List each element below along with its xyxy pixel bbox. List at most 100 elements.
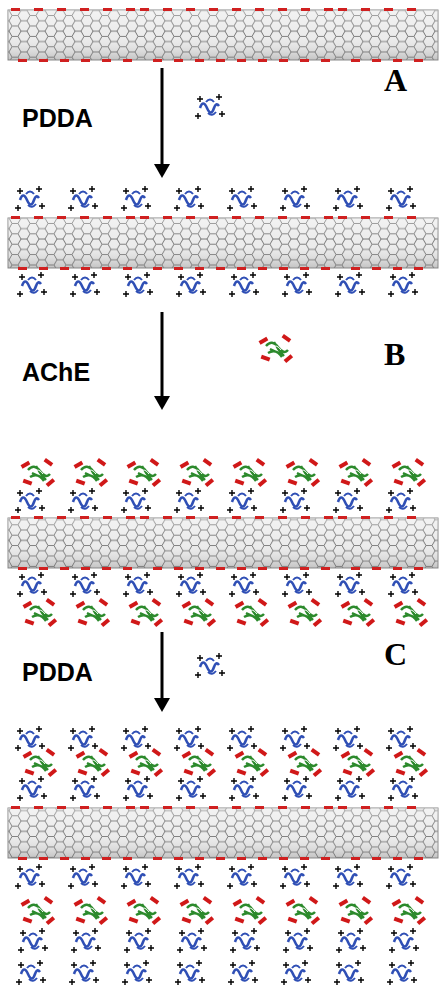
- negative-charge: [103, 516, 112, 519]
- negative-charge: [300, 567, 309, 570]
- pdda-molecule: [388, 572, 418, 597]
- negative-charge: [278, 8, 287, 11]
- ache-enzyme: [76, 748, 111, 777]
- process-arrow: [161, 632, 164, 700]
- negative-charge: [237, 857, 246, 860]
- negative-charge: [237, 267, 246, 270]
- process-arrow: [161, 68, 164, 166]
- pdda-molecule: [15, 186, 45, 211]
- pdda-molecule: [386, 864, 416, 889]
- ache-enzyme: [74, 896, 109, 925]
- pdda-molecule: [68, 726, 98, 751]
- pdda-molecule: [174, 864, 204, 889]
- ache-enzyme: [127, 896, 162, 925]
- ache-enzyme: [23, 748, 58, 777]
- ache-enzyme: [233, 458, 268, 487]
- pdda-molecule: [282, 272, 312, 297]
- negative-charge: [57, 516, 66, 519]
- negative-charge: [300, 59, 309, 62]
- pdda-molecule: [68, 864, 98, 889]
- ache-enzyme: [129, 598, 164, 627]
- negative-charge: [174, 567, 183, 570]
- ache-enzyme: [233, 896, 268, 925]
- negative-charge: [195, 857, 204, 860]
- negative-charge: [232, 216, 241, 219]
- pdda-molecule: [388, 776, 418, 801]
- negative-charge: [414, 567, 423, 570]
- ache-enzyme: [392, 896, 427, 925]
- negative-charge: [209, 516, 218, 519]
- ache-enzyme: [23, 598, 58, 627]
- pdda-molecule: [122, 960, 152, 985]
- negative-charge: [80, 216, 89, 219]
- negative-charge: [372, 857, 381, 860]
- pdda-molecule: [195, 94, 225, 119]
- negative-charge: [278, 516, 287, 519]
- negative-charge: [57, 806, 66, 809]
- negative-charge: [258, 267, 267, 270]
- negative-charge: [57, 8, 66, 11]
- pdda-molecule: [123, 572, 153, 597]
- pdda-molecule: [16, 960, 46, 985]
- ache-enzyme: [21, 896, 56, 925]
- negative-charge: [102, 567, 111, 570]
- negative-charge: [186, 806, 195, 809]
- negative-charge: [361, 216, 370, 219]
- negative-charge: [126, 516, 135, 519]
- negative-charge: [407, 8, 416, 11]
- arrow-head: [154, 698, 170, 712]
- step-letter: A: [384, 64, 407, 96]
- negative-charge: [216, 59, 225, 62]
- ache-enzyme: [341, 598, 376, 627]
- negative-charge: [174, 857, 183, 860]
- negative-charge: [11, 8, 20, 11]
- negative-charge: [372, 59, 381, 62]
- pdda-molecule: [18, 928, 48, 953]
- negative-charge: [126, 806, 135, 809]
- negative-charge: [300, 857, 309, 860]
- negative-charge: [301, 216, 310, 219]
- negative-charge: [237, 59, 246, 62]
- negative-charge: [39, 59, 48, 62]
- negative-charge: [102, 857, 111, 860]
- pdda-molecule: [281, 960, 311, 985]
- negative-charge: [81, 267, 90, 270]
- pdda-molecule: [229, 272, 259, 297]
- negative-charge: [60, 267, 69, 270]
- ache-enzyme: [341, 748, 376, 777]
- pdda-molecule: [229, 572, 259, 597]
- pdda-molecule: [388, 272, 418, 297]
- carbon-nanotube: [8, 218, 438, 268]
- step-reagent: PDDA: [22, 106, 93, 131]
- negative-charge: [414, 267, 423, 270]
- pdda-molecule: [387, 960, 417, 985]
- negative-charge: [60, 567, 69, 570]
- pdda-molecule: [123, 272, 153, 297]
- pdda-molecule: [121, 488, 151, 513]
- negative-charge: [163, 516, 172, 519]
- negative-charge: [324, 8, 333, 11]
- pdda-molecule: [282, 572, 312, 597]
- pdda-molecule: [121, 726, 151, 751]
- negative-charge: [102, 59, 111, 62]
- negative-charge: [361, 8, 370, 11]
- ache-enzyme: [288, 598, 323, 627]
- negative-charge: [140, 516, 149, 519]
- negative-charge: [414, 59, 423, 62]
- negative-charge: [393, 267, 402, 270]
- pdda-molecule: [227, 864, 257, 889]
- negative-charge: [301, 8, 310, 11]
- negative-charge: [384, 806, 393, 809]
- ache-enzyme: [235, 748, 270, 777]
- negative-charge: [361, 516, 370, 519]
- pdda-molecule: [227, 726, 257, 751]
- negative-charge: [372, 267, 381, 270]
- negative-charge: [338, 216, 347, 219]
- pdda-molecule: [386, 726, 416, 751]
- negative-charge: [60, 857, 69, 860]
- negative-charge: [351, 59, 360, 62]
- negative-charge: [103, 8, 112, 11]
- ache-enzyme: [286, 458, 321, 487]
- pdda-molecule: [71, 928, 101, 953]
- step-letter: C: [384, 638, 407, 670]
